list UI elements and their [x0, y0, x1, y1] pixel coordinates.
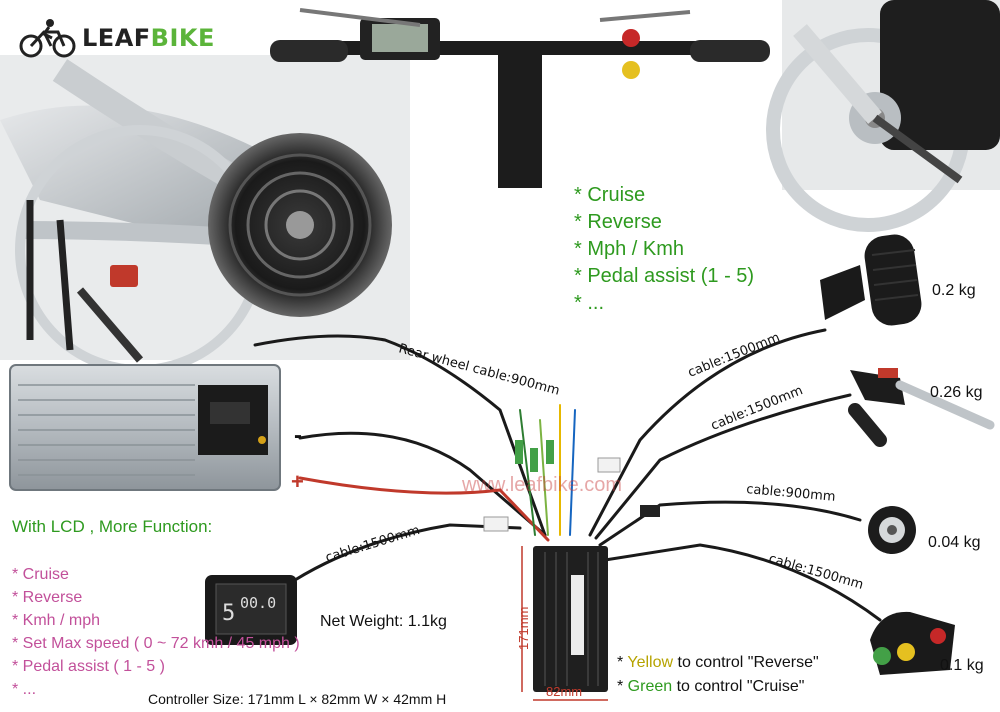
lcd-feature-item: * Set Max speed ( 0 ~ 72 kmh / 45 mph ) [12, 635, 300, 652]
pas-sensor-photo [766, 0, 1000, 232]
lcd-feature-item: * Cruise [12, 566, 69, 583]
controller-width-label: 82mm [546, 684, 582, 699]
throttle-cable-label: cable:1500mm [686, 330, 782, 381]
feature-item: * Cruise [574, 184, 646, 206]
switch-notes: * Yellow to control "Reverse" * Green to… [617, 651, 819, 699]
lcd-feature-item: * Pedal assist ( 1 - 5 ) [12, 658, 165, 675]
brake-weight: 0.26 kg [930, 384, 983, 401]
feature-item: * Reverse [574, 211, 662, 233]
lcd-features-list: * Cruise * Reverse * Kmh / mph * Set Max… [12, 563, 300, 701]
lcd-cable-label: cable:1500mm [324, 523, 422, 566]
logo-text: LEAFBIKE [82, 24, 215, 52]
pas-sensor-device [868, 506, 916, 554]
lcd-feature-item: * Reverse [12, 589, 83, 606]
yellow-note-color: Yellow [627, 654, 674, 671]
cables [253, 328, 882, 622]
logo: LEAFBIKE [18, 18, 215, 58]
switch-cable-label: cable:1500mm [767, 551, 865, 592]
feature-item: * Pedal assist (1 - 5) [574, 265, 755, 287]
brake-cable-label: cable:1500mm [709, 383, 805, 434]
lcd-feature-item: * Kmh / mph [12, 612, 101, 629]
battery [9, 364, 281, 491]
rear-wheel-cable-label: Rear wheel cable:900mm [397, 341, 561, 398]
lcd-level-digit: 5 [222, 601, 235, 626]
green-note: * Green to control "Cruise" [617, 675, 819, 699]
throttle-device [820, 234, 922, 326]
pas-cable-label: cable:900mm [746, 482, 836, 505]
net-weight: Net Weight: 1.1kg [320, 613, 447, 630]
brake-lever-device [848, 368, 995, 447]
lcd-feature-item: * ... [12, 681, 37, 698]
cyclist-logo-icon [19, 19, 76, 58]
lcd-speed-digits: 00.0 [240, 594, 276, 612]
controller-size: Controller Size: 171mm L × 82mm W × 42mm… [148, 691, 447, 707]
yellow-note-prefix: * [617, 654, 628, 671]
controller-length-label: 171mm [516, 607, 531, 650]
function-switch-device [870, 611, 955, 675]
rear-wheel-photo [0, 55, 410, 375]
throttle-weight: 0.2 kg [932, 282, 976, 299]
switch-weight: 0.1 kg [940, 657, 984, 674]
watermark: www.leafbike.com [462, 474, 623, 496]
pas-weight: 0.04 kg [928, 534, 981, 551]
green-note-prefix: * [617, 678, 628, 695]
lcd-section-title: With LCD , More Function: [12, 517, 213, 536]
green-note-text: to control "Cruise" [672, 678, 805, 695]
feature-item: * Mph / Kmh [574, 238, 685, 260]
battery-plus-label: + [291, 469, 304, 494]
controller [521, 546, 608, 701]
yellow-note-text: to control "Reverse" [673, 654, 819, 671]
connectors [483, 440, 660, 532]
yellow-note: * Yellow to control "Reverse" [617, 651, 819, 675]
logo-text-suffix: BIKE [150, 24, 215, 52]
battery-minus-label: - [294, 422, 302, 449]
feature-item: * ... [574, 292, 605, 314]
lcd-display-device: 5 00.0 [205, 575, 297, 645]
logo-text-prefix: LEAF [82, 24, 151, 52]
handlebar-photo [270, 8, 770, 188]
green-note-color: Green [627, 678, 673, 695]
features-top-list: * Cruise * Reverse * Mph / Kmh * Pedal a… [574, 182, 754, 317]
